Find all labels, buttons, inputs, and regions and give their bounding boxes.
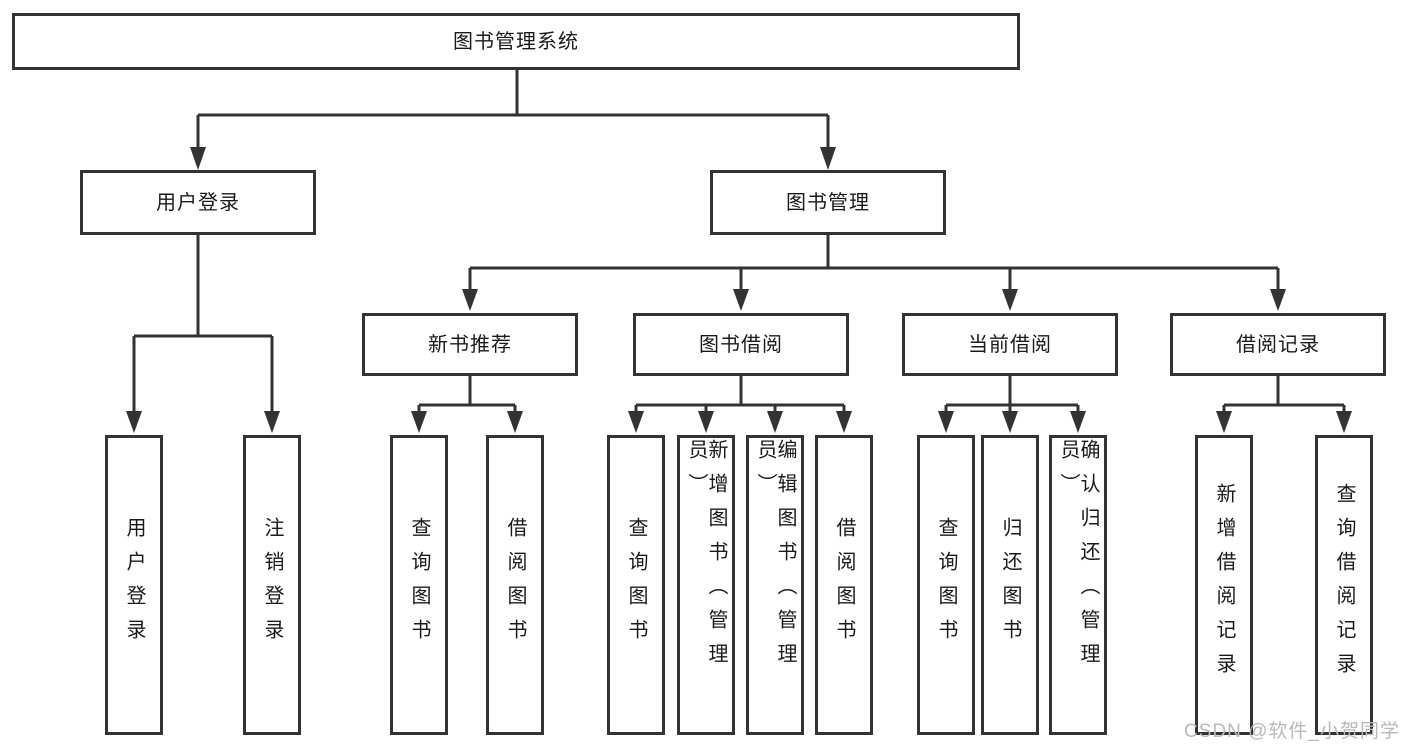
node-label: 图书管理 <box>786 191 870 214</box>
csdn-watermark: CSDN @软件_小贺同学 <box>1184 721 1400 742</box>
node-book-borrow: 图书借阅 <box>633 313 849 376</box>
node-user-login: 用户登录 <box>80 170 316 235</box>
leaf-borrow-books-recommend: 借阅图书 <box>486 435 544 735</box>
node-label: 借阅图书 <box>504 517 526 653</box>
node-borrow-records: 借阅记录 <box>1170 313 1386 376</box>
node-label: 编辑图书（管理员） <box>754 439 796 677</box>
leaf-logout: 注销登录 <box>243 435 301 735</box>
node-label: 新书推荐 <box>428 333 512 356</box>
node-label: 图书借阅 <box>699 333 783 356</box>
node-label: 用户登录 <box>123 517 145 653</box>
node-new-book-recommend: 新书推荐 <box>362 313 578 376</box>
leaf-user-login: 用户登录 <box>105 435 163 735</box>
node-label: 新增图书（管理员） <box>685 439 727 677</box>
node-label: 当前借阅 <box>968 333 1052 356</box>
node-label: 图书管理系统 <box>453 30 579 53</box>
leaf-return-books: 归还图书 <box>981 435 1039 735</box>
leaf-query-books-recommend: 查询图书 <box>390 435 448 735</box>
node-current-borrow: 当前借阅 <box>902 313 1118 376</box>
node-label: 新增借阅记录 <box>1213 483 1235 687</box>
leaf-query-books-current: 查询图书 <box>917 435 975 735</box>
node-label: 查询图书 <box>625 517 647 653</box>
node-label: 确认归还（管理员） <box>1057 439 1099 677</box>
leaf-edit-books-admin: 编辑图书（管理员） <box>746 435 804 735</box>
node-label: 借阅图书 <box>833 517 855 653</box>
leaf-confirm-return-admin: 确认归还（管理员） <box>1049 435 1107 735</box>
node-label: 查询借阅记录 <box>1333 483 1355 687</box>
leaf-add-borrow-record: 新增借阅记录 <box>1195 435 1253 735</box>
node-label: 查询图书 <box>408 517 430 653</box>
leaf-query-books-borrow: 查询图书 <box>607 435 665 735</box>
node-label: 用户登录 <box>156 191 240 214</box>
node-label: 查询图书 <box>935 517 957 653</box>
node-root-system: 图书管理系统 <box>12 13 1020 70</box>
leaf-query-borrow-record: 查询借阅记录 <box>1315 435 1373 735</box>
node-label: 借阅记录 <box>1236 333 1320 356</box>
node-label: 归还图书 <box>999 517 1021 653</box>
leaf-borrow-books: 借阅图书 <box>815 435 873 735</box>
node-book-management: 图书管理 <box>710 170 946 235</box>
leaf-add-books-admin: 新增图书（管理员） <box>677 435 735 735</box>
node-label: 注销登录 <box>261 517 283 653</box>
